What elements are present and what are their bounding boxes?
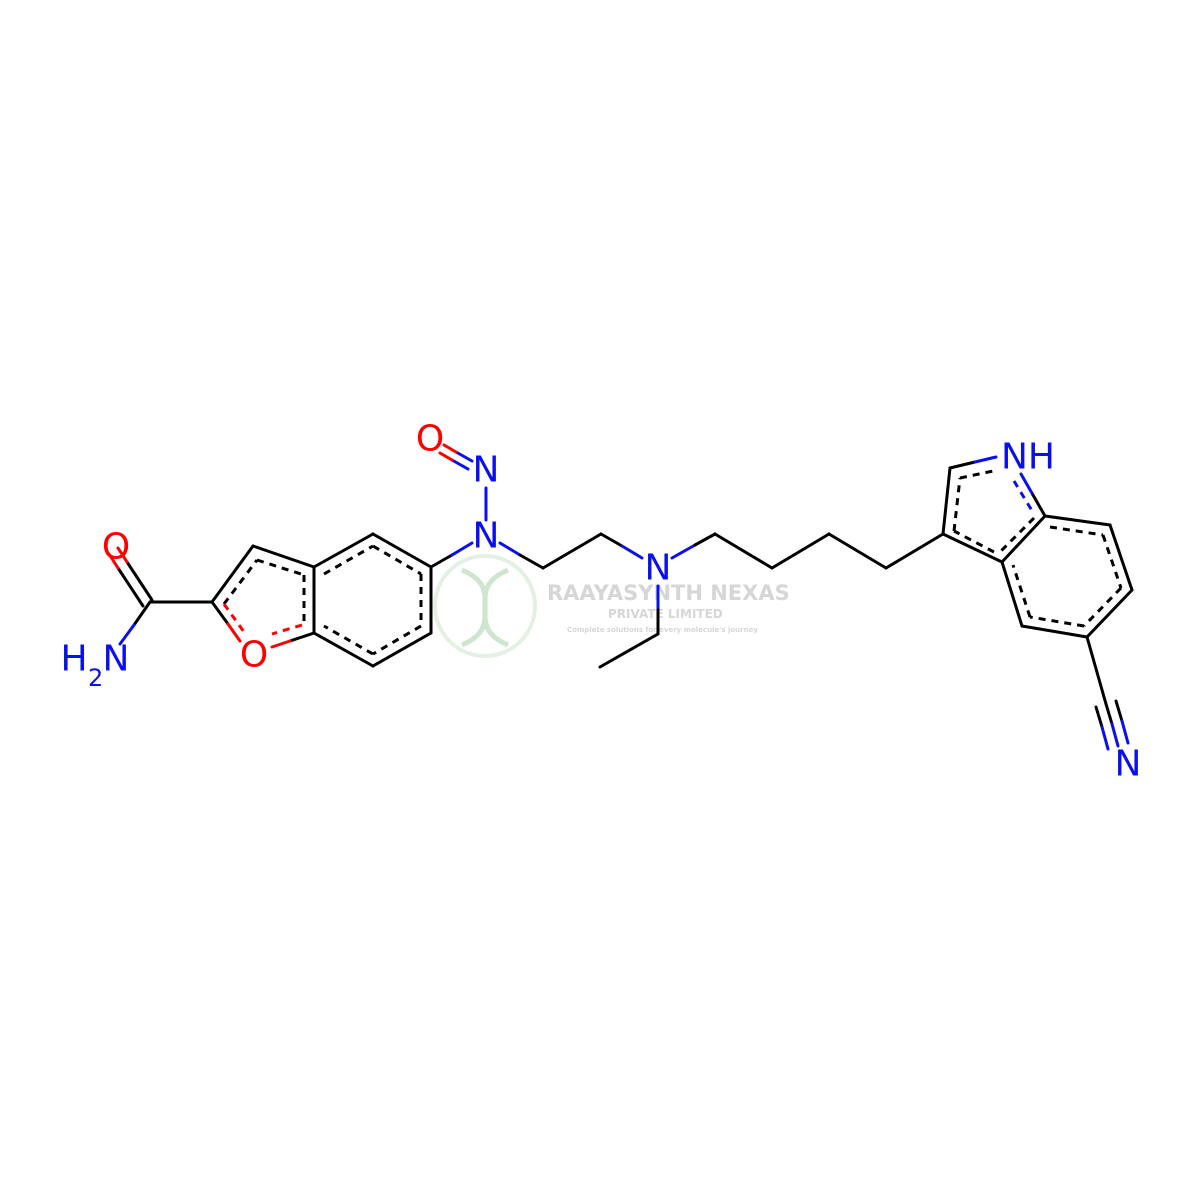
bond-c7a-c3a-indole-arom — [996, 516, 1036, 556]
bond-n2-butyl — [693, 532, 717, 547]
bond-c2-nh-blue — [973, 455, 998, 464]
bond-carbonyl-o-2 — [107, 552, 120, 570]
bond-c3-c2-indole — [941, 466, 952, 536]
bond-c5-n-blue — [450, 541, 474, 557]
bond-c6-c5 — [1085, 588, 1134, 639]
bond-butyl-3 — [827, 532, 888, 570]
bond-cn-triple-3 — [1114, 699, 1124, 723]
bond-c7a-o — [288, 631, 316, 643]
bond-n-ch2 — [518, 553, 545, 570]
bond-butyl-2 — [770, 532, 831, 570]
atom-amide-h: H — [60, 639, 87, 680]
bond-c4-c5 — [371, 532, 433, 569]
atom-amine-n1: N — [473, 516, 500, 557]
bond-cn-triple-1b — [1110, 722, 1120, 748]
atom-furan-o: O — [240, 635, 268, 676]
atom-amide-nh2: H 2 N — [60, 639, 129, 693]
bond-carbonyl-1 — [125, 560, 154, 602]
dna-helix-icon — [460, 567, 510, 648]
bond-nh-c7a-blue — [1019, 472, 1035, 497]
bond-cn-triple-1 — [1104, 702, 1114, 726]
atom-indole-nh: NH — [1001, 437, 1055, 478]
bond-c6-c5-arom — [1082, 586, 1123, 628]
bond-c3a-c3-indole — [941, 532, 1004, 564]
bond-c7a-c7 — [1043, 514, 1112, 527]
bond-n2-butyl-blue — [670, 543, 697, 560]
bond-c7-c7a — [312, 631, 375, 668]
bond-carbonyl-o-1 — [116, 546, 129, 564]
bond-c3-c2-indole-arom — [952, 477, 962, 532]
bond-n-o-4 — [438, 451, 454, 462]
bond-amide-c-n — [132, 600, 152, 627]
bond-c7a-o-red — [270, 639, 292, 649]
bond-c7a-o-arom — [271, 623, 303, 636]
bond-c6-c7 — [371, 631, 433, 668]
bond-c7-c6 — [1108, 523, 1134, 592]
watermark-subtitle: PRIVATE LIMITED — [608, 607, 723, 621]
bond-c3a-c4 — [312, 532, 375, 569]
watermark-company: RAAYASYNTH NEXAS — [547, 581, 790, 605]
atom-amide-subscript: 2 — [88, 664, 103, 692]
bond-n-o-3 — [450, 458, 470, 471]
bond-c5-c4-arom — [1029, 615, 1085, 628]
bond-ch2-n2 — [599, 532, 624, 548]
bond-nh-c7a — [1031, 493, 1047, 518]
bond-n-o-2 — [442, 443, 458, 454]
bond-c7-c7a-arom — [323, 624, 374, 656]
bond-cn-triple-2b — [1100, 725, 1110, 751]
bond-carbonyl-2 — [116, 566, 145, 608]
bond-cn-triple-2 — [1094, 705, 1104, 729]
bond-nh-c7a-arom — [1012, 480, 1036, 515]
bond-c3-c3a — [251, 544, 316, 569]
bond-amide-n — [118, 623, 136, 646]
atom-amide-n: N — [103, 639, 130, 680]
bond-c5-cn — [1085, 635, 1108, 706]
bond-c7a-c3a-indole — [1000, 514, 1047, 564]
bond-c2-o — [210, 600, 230, 626]
bond-c3a-c4-arom — [323, 544, 374, 576]
bond-butyl-4 — [884, 532, 945, 570]
bond-c7a-c7-arom — [1049, 525, 1104, 537]
bond-ch2-ch2 — [541, 532, 603, 570]
bond-c5-c4 — [1020, 624, 1089, 639]
bond-c4-c3a — [1000, 560, 1024, 628]
bond-c2-c3 — [210, 544, 255, 604]
atom-carbonyl-o: O — [102, 527, 130, 568]
atom-amine-n2: N — [645, 548, 672, 589]
bond-c7-c6-arom — [1101, 534, 1123, 589]
bond-c2-c3-arom — [222, 559, 259, 605]
bond-c6-c7-arom — [372, 624, 422, 656]
bond-c2-nh-arom — [959, 468, 999, 480]
bond-c5-n — [429, 553, 454, 569]
bond-c3-c3a-arom — [256, 558, 305, 577]
watermark: RAAYASYNTH NEXAS PRIVATE LIMITED Complet… — [433, 554, 790, 658]
bonds — [107, 443, 1134, 751]
bond-c4-c5-arom — [372, 544, 422, 576]
bond-n-o-1 — [454, 450, 474, 463]
bond-butyl-1 — [713, 532, 774, 570]
bond-ch2-n2-blue — [620, 544, 644, 560]
watermark-logo-ring — [433, 554, 537, 658]
bond-cn-triple-3b — [1120, 719, 1130, 745]
atom-nitrile-n: N — [1115, 744, 1142, 785]
atom-nitroso-n: N — [473, 450, 500, 491]
bond-c2-o-red — [226, 622, 242, 643]
bond-c2-nh — [948, 460, 977, 470]
atom-nitroso-o: O — [416, 419, 444, 460]
atom-labels: O H 2 N O O N N N NH N — [60, 419, 1141, 785]
bond-c2-o-arom — [222, 603, 246, 633]
watermark-tagline: Complete solutions for every molecule's … — [567, 626, 758, 634]
bond-n-ch2-blue — [498, 541, 522, 557]
bond-c4-c3a-arom — [1011, 564, 1032, 618]
bond-ethyl-ch3 — [598, 632, 660, 669]
